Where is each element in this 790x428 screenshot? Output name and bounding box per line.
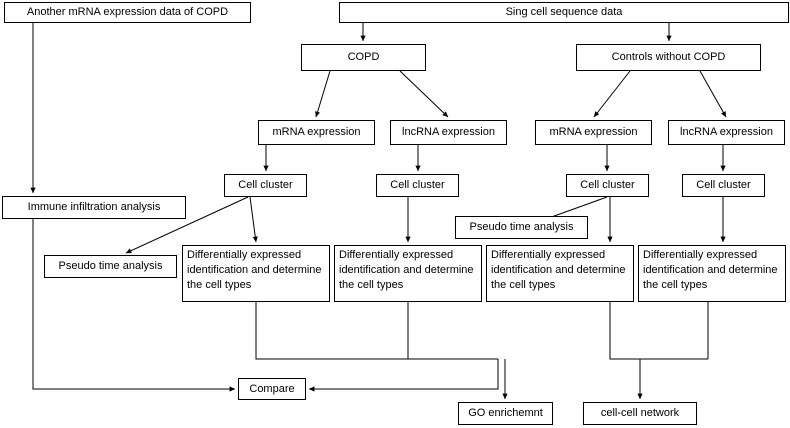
node-label: Differentially expressed identification … xyxy=(187,249,322,291)
node-de2[interactable]: Differentially expressed identification … xyxy=(334,245,482,302)
node-label: Immune infiltration analysis xyxy=(27,201,161,213)
edge-e-cc1-de1 xyxy=(249,196,258,243)
node-label: Differentially expressed identification … xyxy=(339,249,474,291)
node-label: Cell cluster xyxy=(580,179,635,191)
node-compare[interactable]: Compare xyxy=(238,378,306,400)
node-pseudo1[interactable]: Pseudo time analysis xyxy=(44,255,177,278)
node-cc4[interactable]: Cell cluster xyxy=(682,174,765,197)
node-cc2[interactable]: Cell cluster xyxy=(376,174,459,197)
node-label: mRNA expression xyxy=(272,126,361,138)
node-label: Pseudo time analysis xyxy=(469,221,574,233)
node-label: lncRNA expression xyxy=(680,126,773,138)
node-label: lncRNA expression xyxy=(402,126,495,138)
node-sing_cell[interactable]: Sing cell sequence data xyxy=(339,2,789,23)
node-label: COPD xyxy=(347,51,380,63)
node-immune[interactable]: Immune infiltration analysis xyxy=(2,196,186,219)
node-pseudo2[interactable]: Pseudo time analysis xyxy=(455,216,588,239)
node-label: Another mRNA expression data of COPD xyxy=(26,6,229,18)
node-cc1[interactable]: Cell cluster xyxy=(224,174,307,197)
node-de4[interactable]: Differentially expressed identification … xyxy=(638,245,786,302)
edge-e-copd-lncrna xyxy=(399,70,449,118)
node-label: Controls without COPD xyxy=(611,51,726,63)
node-label: Cell cluster xyxy=(238,179,293,191)
node-lncrna_copd[interactable]: lncRNA expression xyxy=(390,120,507,145)
node-copd[interactable]: COPD xyxy=(301,44,426,71)
edge-e-ctrl-mrna xyxy=(593,70,631,118)
edge-e-join-compare xyxy=(308,359,499,392)
node-cc3[interactable]: Cell cluster xyxy=(566,174,649,197)
node-de1[interactable]: Differentially expressed identification … xyxy=(182,245,330,302)
node-mrna_copd[interactable]: mRNA expression xyxy=(258,120,375,145)
edge-e-ctrl-lncrna xyxy=(699,70,727,118)
node-label: Differentially expressed identification … xyxy=(643,249,778,291)
node-label: Cell cluster xyxy=(390,179,445,191)
node-lncrna_ctrl[interactable]: lncRNA expression xyxy=(668,120,785,145)
node-label: Cell cluster xyxy=(696,179,751,191)
edge-e-copd-mrna xyxy=(315,70,331,118)
node-label: cell-cell network xyxy=(600,407,680,419)
edge-e-de1-join xyxy=(255,302,498,360)
node-go[interactable]: GO enrichemnt xyxy=(458,402,553,425)
edge-e-de3-join xyxy=(609,302,708,360)
node-network[interactable]: cell-cell network xyxy=(583,402,697,425)
node-label: Sing cell sequence data xyxy=(505,6,623,18)
node-controls[interactable]: Controls without COPD xyxy=(576,44,761,71)
node-another_mrna[interactable]: Another mRNA expression data of COPD xyxy=(4,2,251,23)
node-de3[interactable]: Differentially expressed identification … xyxy=(486,245,634,302)
node-label: Differentially expressed identification … xyxy=(491,249,626,291)
node-label: mRNA expression xyxy=(549,126,638,138)
node-label: Pseudo time analysis xyxy=(58,260,163,272)
node-mrna_ctrl[interactable]: mRNA expression xyxy=(535,120,652,145)
node-label: GO enrichemnt xyxy=(468,407,543,419)
node-label: Compare xyxy=(249,382,295,395)
